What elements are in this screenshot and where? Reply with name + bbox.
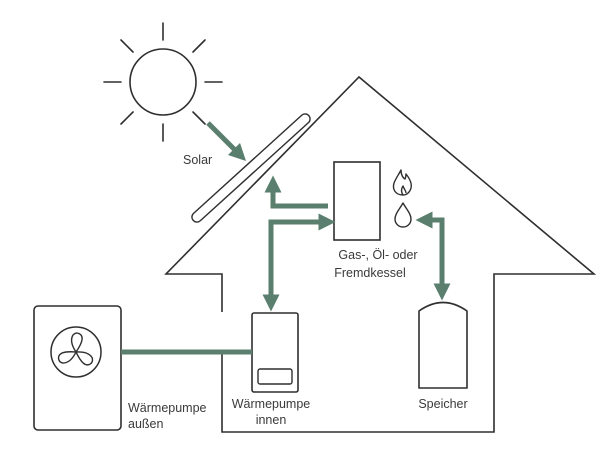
heat-pump-inside-display <box>257 368 293 385</box>
flame-icon <box>392 169 412 196</box>
sun-icon <box>103 22 223 142</box>
boiler-label-line2: Fremdkessel <box>334 266 406 280</box>
fan-icon <box>50 326 102 378</box>
heat-pump-inside-label-line2: innen <box>256 413 287 427</box>
heat-pump-inside-label-line1: Wärmepumpe <box>232 397 311 411</box>
heat-pump-outside-label-line2: außen <box>128 417 163 431</box>
solar-label: Solar <box>183 153 212 167</box>
solar-panel <box>191 113 311 223</box>
boiler-heating-arrow <box>264 175 328 209</box>
boiler-label-line1: Gas-, Öl- oder <box>338 248 417 262</box>
heat-pump-outside-unit <box>33 305 122 431</box>
house-outline <box>164 75 597 433</box>
boiler-to-heat-pump-arrow <box>262 213 336 312</box>
storage-label: Speicher <box>418 397 467 411</box>
solar-arrow <box>206 121 247 162</box>
oil-drop-icon <box>394 202 412 228</box>
storage-tank <box>418 301 468 389</box>
heat-pump-inside-unit <box>251 312 299 393</box>
boiler-unit <box>333 161 381 241</box>
boiler-to-storage-arrow <box>415 211 451 301</box>
heat-pump-outside-label-line1: Wärmepumpe <box>128 401 207 415</box>
